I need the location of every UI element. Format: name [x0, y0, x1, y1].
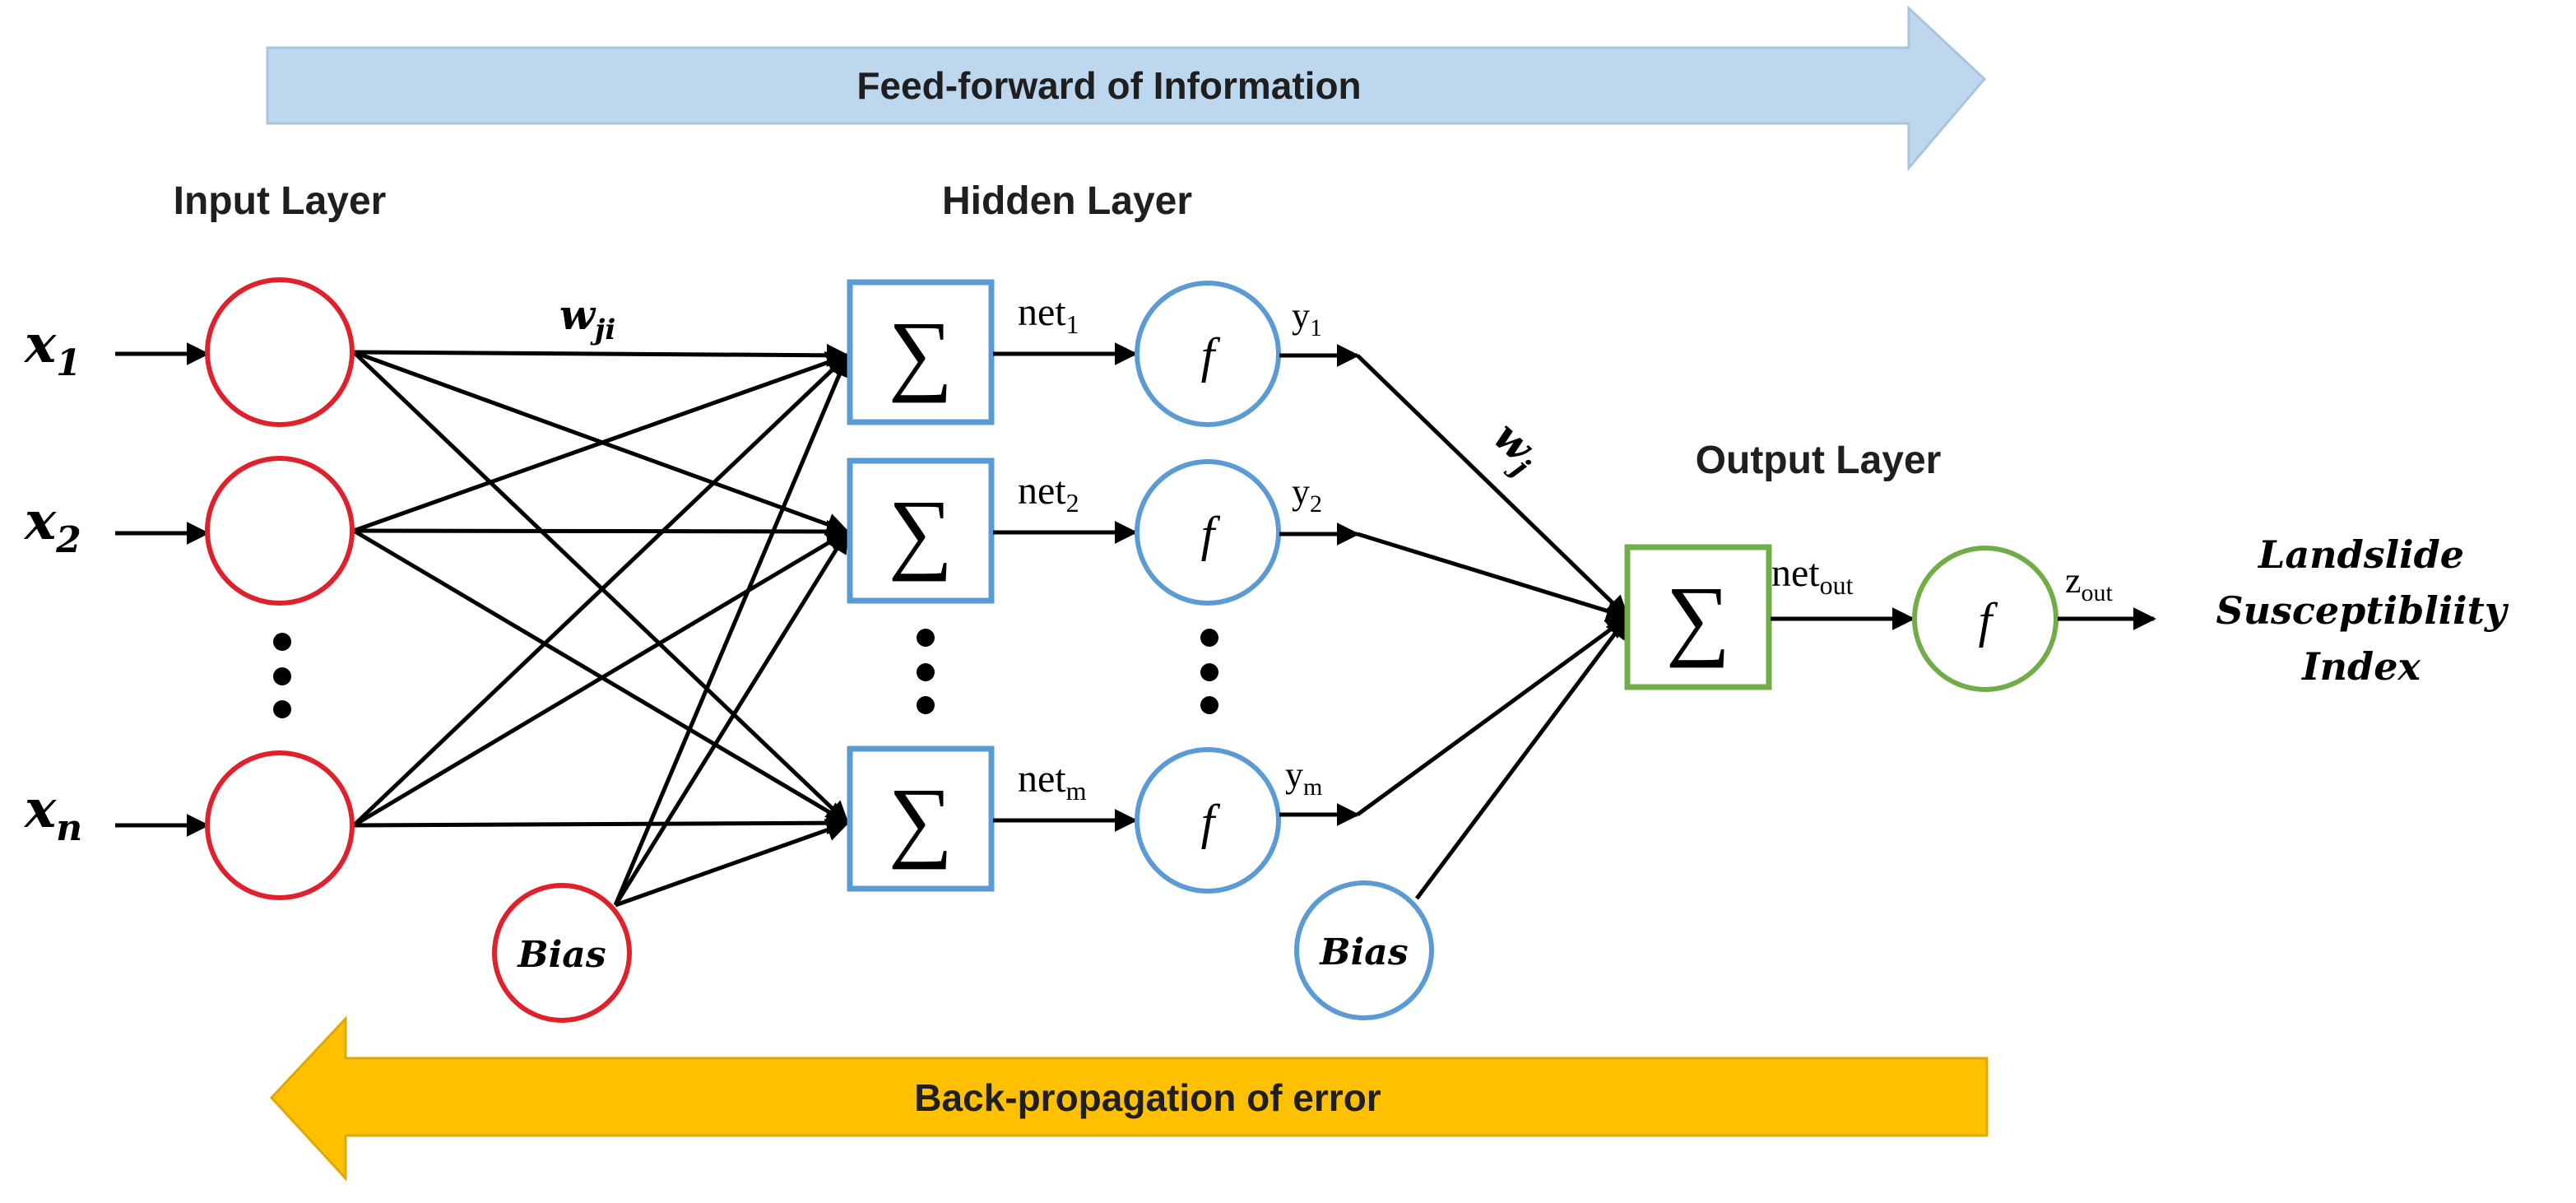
- sum-symbol-2: ∑: [889, 481, 953, 582]
- hidden-output-connections: [1356, 354, 1630, 900]
- input-node-2: [205, 456, 355, 606]
- hidden-layer-title: Hidden Layer: [942, 179, 1192, 223]
- input-hidden-connections: [352, 343, 851, 908]
- output-activation-node: [1912, 546, 2058, 692]
- result-line-2: Susceptibliity: [2216, 588, 2509, 633]
- input-nodes: [205, 277, 632, 1023]
- back-propagation-arrow: Back-propagation of error: [269, 1015, 1989, 1182]
- x1-label: x1: [23, 314, 81, 384]
- x2-label: x2: [23, 490, 81, 561]
- hidden-ellipsis-activation: [1200, 629, 1218, 714]
- output-layer-title: Output Layer: [1696, 439, 1942, 482]
- net-arrows: [993, 342, 1138, 832]
- input-layer-title: Input Layer: [174, 179, 387, 223]
- input-ellipsis: [273, 633, 291, 718]
- back-propagation-label: Back-propagation of error: [914, 1076, 1381, 1119]
- feed-forward-arrow-shape: [266, 5, 1987, 172]
- y1-label: y1: [1292, 295, 1322, 341]
- hidden-activation-1: [1135, 281, 1281, 427]
- hidden-sum-box-2: [847, 458, 995, 604]
- z-out-label: zout: [2065, 560, 2114, 606]
- hidden-ellipsis-sum: [917, 629, 935, 714]
- netm-label: netm: [1018, 757, 1087, 806]
- result-line-1: Landslide: [2257, 532, 2464, 577]
- hidden-activation-m: [1135, 747, 1281, 894]
- sum-symbol-m: ∑: [889, 769, 953, 870]
- xn-label: xn: [23, 778, 82, 849]
- output-sum-box: [1624, 544, 1772, 690]
- ym-label: ym: [1285, 755, 1322, 801]
- y-arrows: [1279, 344, 1360, 826]
- hidden-activation-nodes: [1135, 281, 1434, 1020]
- output-sum-symbol: ∑: [1666, 568, 1730, 668]
- input-bias-label: Bias: [516, 934, 606, 976]
- weight-wj-label: wj: [1479, 411, 1551, 484]
- feed-forward-arrow: Feed-forward of Information: [266, 5, 1987, 172]
- hidden-activation-2: [1135, 459, 1281, 606]
- input-arrows: [115, 342, 210, 837]
- back-propagation-arrow-shape: [269, 1015, 1989, 1182]
- hidden-sum-box-1: [847, 279, 995, 425]
- net1-label: net1: [1018, 290, 1079, 339]
- net2-label: net2: [1018, 469, 1079, 518]
- weight-wji-label: wji: [559, 290, 615, 346]
- feed-forward-label: Feed-forward of Information: [856, 64, 1361, 107]
- sum-symbol-1: ∑: [889, 303, 953, 403]
- net-out-label: netout: [1771, 551, 1854, 600]
- hidden-sum-boxes: [847, 279, 995, 892]
- input-node-1: [205, 277, 355, 427]
- y2-label: y2: [1292, 471, 1322, 518]
- hidden-bias-label: Bias: [1318, 931, 1408, 973]
- hidden-sum-box-m: [847, 745, 995, 892]
- result-line-3: Index: [2300, 644, 2421, 689]
- input-bias-node: [492, 883, 632, 1023]
- input-node-n: [205, 750, 355, 900]
- hidden-bias-node: [1294, 880, 1434, 1020]
